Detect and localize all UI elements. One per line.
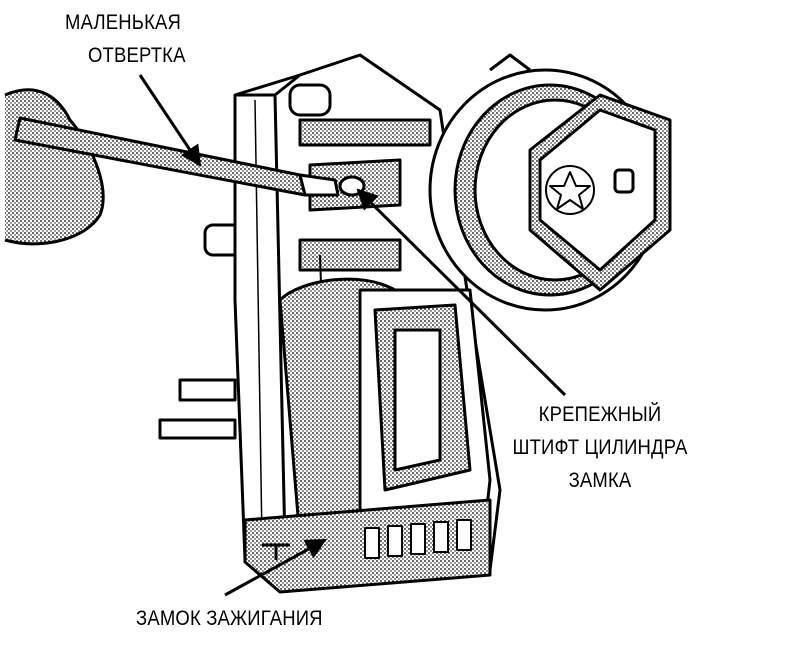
label-ignition-switch: ЗАМОК ЗАЖИГАНИЯ — [136, 607, 323, 630]
arrow-ignition-switch — [224, 538, 327, 597]
label-pin-line2: ШТИФТ ЦИЛИНДРА — [512, 436, 688, 459]
hand — [4, 88, 105, 246]
brand-star-icon — [549, 171, 591, 210]
label-small-screwdriver-line1: МАЛЕНЬКАЯ — [65, 11, 182, 34]
arrow-pin — [356, 188, 567, 397]
label-pin-line1: КРЕПЕЖНЫЙ — [538, 403, 662, 426]
arrow-screwdriver — [138, 74, 202, 167]
label-small-screwdriver-line2: ОТВЕРТКА — [88, 44, 186, 67]
label-pin-line3: ЗАМКА — [568, 469, 632, 492]
